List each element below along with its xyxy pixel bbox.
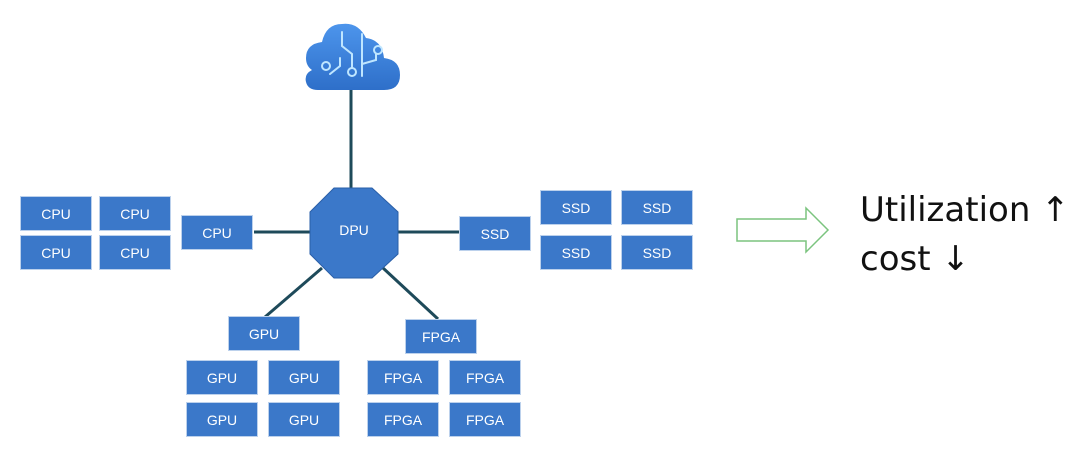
gpu-pool-box: GPU [186,360,258,395]
dpu-label: DPU [339,222,369,238]
ssd-pool-box: SSD [540,235,612,270]
cpu-link-box: CPU [181,215,253,250]
cpu-pool-box: CPU [20,235,92,270]
ssd-link-box: SSD [459,216,531,251]
result-arrow-icon [736,206,830,254]
gpu-pool-box: GPU [268,402,340,437]
dpu-hub-shape [309,187,399,279]
utilization-text: Utilization ↑ [860,190,1070,230]
fpga-pool-box: FPGA [367,360,439,395]
ssd-pool-box: SSD [540,190,612,225]
cost-text: cost ↓ [860,239,970,279]
cpu-pool-box: CPU [99,196,171,231]
gpu-link-box: GPU [228,316,300,351]
link-dpu-fpga [381,266,440,321]
cpu-pool-box: CPU [20,196,92,231]
cloud-icon [305,23,400,90]
gpu-pool-box: GPU [186,402,258,437]
ssd-pool-box: SSD [621,235,693,270]
link-dpu-gpu [264,266,323,319]
ssd-pool-box: SSD [621,190,693,225]
gpu-pool-box: GPU [268,360,340,395]
fpga-pool-box: FPGA [449,402,521,437]
fpga-link-box: FPGA [405,319,477,354]
fpga-pool-box: FPGA [449,360,521,395]
fpga-pool-box: FPGA [367,402,439,437]
cpu-pool-box: CPU [99,235,171,270]
